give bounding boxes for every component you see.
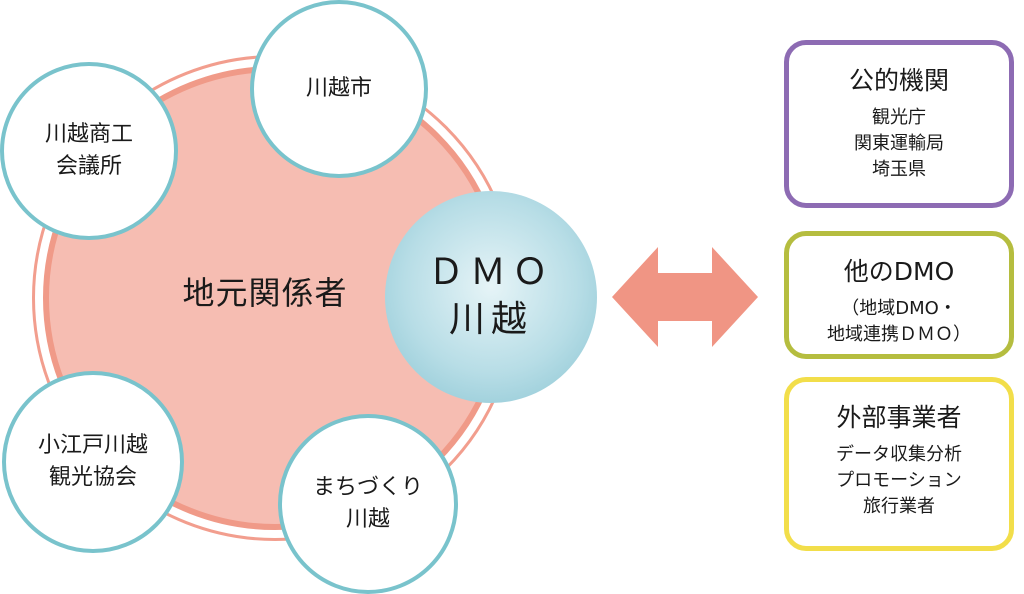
external-businesses-box: 外部事業者 データ収集分析 プロモーション 旅行業者	[784, 377, 1014, 551]
other-dmo-box: 他のDMO （地域DMO・ 地域連携ＤＭＯ）	[784, 231, 1014, 359]
public-agencies-box: 公的機関 観光庁 関東運輸局 埼玉県	[784, 40, 1014, 208]
stakeholder-kawagoe-city-label: 川越市	[305, 76, 372, 102]
stakeholder-kawagoe-city: 川越市	[250, 0, 428, 178]
stakeholder-tourism-association-label: 小江戸川越 観光協会	[37, 433, 148, 490]
stakeholder-machizukuri-kawagoe: まちづくり 川越	[278, 414, 458, 594]
dmo-kawagoe-label: ＤＭＯ 川越	[427, 252, 554, 340]
stakeholder-tourism-association: 小江戸川越 観光協会	[2, 371, 184, 553]
other-dmo-list: （地域DMO・ 地域連携ＤＭＯ）	[827, 298, 971, 346]
stakeholder-machizukuri-kawagoe-label: まちづくり 川越	[312, 475, 423, 532]
public-agencies-title: 公的機関	[848, 66, 949, 95]
public-agencies-list: 観光庁 関東運輸局 埼玉県	[854, 107, 944, 181]
external-businesses-list: データ収集分析 プロモーション 旅行業者	[836, 444, 962, 518]
local-stakeholders-label: 地元関係者	[182, 274, 348, 312]
external-businesses-title: 外部事業者	[836, 403, 962, 432]
stakeholder-chamber-of-commerce: 川越商工 会議所	[0, 62, 178, 240]
other-dmo-title: 他のDMO	[843, 257, 955, 286]
double-headed-arrow-icon	[612, 247, 758, 347]
dmo-kawagoe-circle: ＤＭＯ 川越	[385, 191, 597, 403]
stakeholder-chamber-of-commerce-label: 川越商工 会議所	[44, 122, 133, 179]
